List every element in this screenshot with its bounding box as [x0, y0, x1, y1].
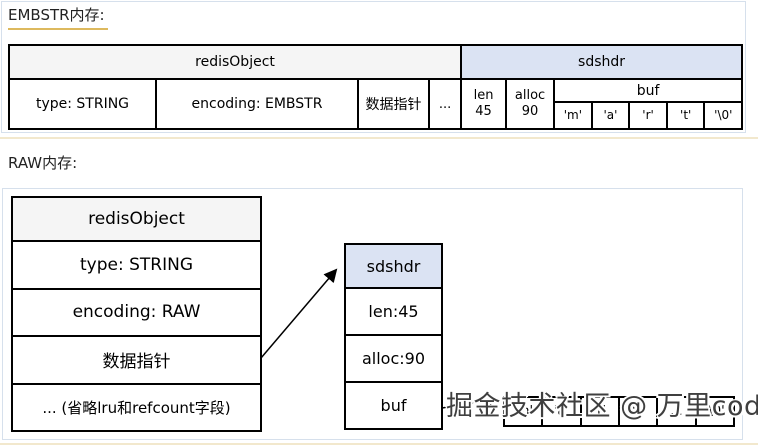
raw-sdshdr-box: sdshdr len:45 alloc:90 buf — [344, 243, 443, 430]
data-pointer-cell: 数据指针 — [357, 78, 430, 130]
raw-encoding-row: encoding: RAW — [13, 290, 260, 337]
raw-buf-char-cell: ... — [656, 398, 694, 425]
raw-memory-diagram: redisObject type: STRING encoding: RAW 数… — [2, 188, 758, 440]
raw-redisobject-box: redisObject type: STRING encoding: RAW 数… — [11, 196, 262, 432]
raw-buf-char-cell: '\0' — [694, 398, 733, 425]
raw-buf-char-cell: 'r' — [579, 398, 618, 425]
alloc-cell: alloc 90 — [505, 78, 556, 130]
buf-char-cell: 'a' — [590, 103, 629, 127]
embstr-memory-table: redisObject sdshdr type: STRING encoding… — [7, 44, 744, 130]
site-watermark: 掘金技术社区 @ 万里code — [446, 391, 758, 422]
buf-char-cell: '\0' — [703, 103, 740, 127]
raw-omitted-fields-row: ... (省略lru和refcount字段) — [42, 398, 231, 417]
type-cell: type: STRING — [8, 78, 157, 130]
len-label: len — [473, 87, 494, 103]
section-divider — [0, 137, 758, 139]
alloc-value: 90 — [521, 104, 539, 119]
raw-redisobject-header: redisObject — [13, 198, 260, 242]
redisobject-header-cell: redisObject — [7, 44, 463, 80]
buf-char-cell: 'r' — [628, 103, 666, 127]
raw-image-frame — [2, 188, 743, 440]
raw-section-label: RAW内存: — [8, 154, 78, 172]
raw-alloc-row: alloc:90 — [346, 336, 441, 383]
encoding-cell: encoding: EMBSTR — [155, 78, 359, 130]
raw-buf-row: buf — [380, 396, 407, 415]
len-cell: len 45 — [460, 78, 508, 130]
raw-buf-char-row: 'm' 'a' 'r' 't' ... '\0' — [503, 396, 735, 427]
buf-char-row: 'm' 'a' 'r' 't' '\0' — [556, 103, 740, 127]
omitted-fields-cell: ... — [427, 78, 463, 130]
raw-buf-char-cell: 'm' — [513, 404, 534, 419]
buf-label: buf — [556, 81, 741, 103]
raw-buf-char-cell: 'a' — [541, 398, 579, 425]
embstr-section-label: EMBSTR内存: — [8, 4, 108, 30]
raw-data-pointer-row: 数据指针 — [13, 337, 260, 385]
buf-cell: buf 'm' 'a' 'r' 't' '\0' — [553, 78, 744, 130]
alloc-label: alloc — [514, 87, 546, 103]
embstr-image-frame — [1, 1, 746, 133]
buf-char-cell: 'm' — [563, 108, 582, 122]
raw-type-row: type: STRING — [13, 242, 260, 290]
len-value: 45 — [475, 104, 492, 119]
arrow-datapointer-to-sdshdr — [260, 268, 338, 359]
raw-sdshdr-header: sdshdr — [346, 245, 441, 289]
bottom-divider — [0, 443, 758, 445]
sdshdr-header-cell: sdshdr — [460, 44, 744, 80]
buf-char-cell: 't' — [665, 103, 704, 127]
raw-len-row: len:45 — [346, 289, 441, 336]
raw-buf-char-cell: 't' — [617, 398, 656, 425]
